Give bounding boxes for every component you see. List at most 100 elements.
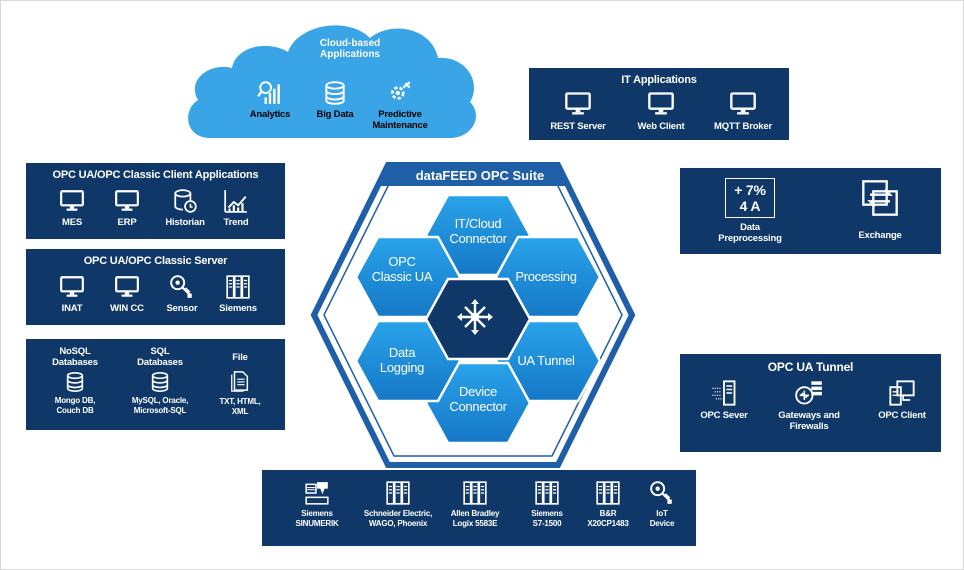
plc-icon: [385, 480, 411, 506]
module-hexes: [354, 193, 602, 445]
item-label: Siemens: [219, 303, 257, 314]
tunnel-item-opc-sever: OPC Sever: [690, 379, 758, 421]
panel-title: OPC UA Tunnel: [767, 360, 854, 374]
suite-title: dataFEED OPC Suite: [415, 168, 545, 183]
db-item-sql: SQL Databases MySQL, Oracle, Microsoft-S…: [118, 346, 202, 416]
device-item-allen-bradley: Allen Bradley Logix 5583E: [440, 480, 510, 529]
trend-chart-icon: [223, 188, 249, 214]
item-label: REST Server: [550, 121, 606, 132]
panel-title: OPC UA/OPC Classic Server: [83, 255, 228, 267]
arrows-out-icon: [455, 297, 495, 337]
device-item-siemens-s7: Siemens S7-1500: [516, 480, 578, 529]
device-line1: Allen Bradley: [450, 509, 500, 518]
item-label: MES: [62, 217, 82, 228]
device-line1: IoT: [656, 509, 668, 518]
device-line1: Siemens: [531, 509, 563, 518]
cloud-item-label: Analytics: [249, 109, 291, 120]
file-icon: [229, 368, 251, 394]
panel-title: OPC UA/OPC Classic Client Applications: [52, 169, 259, 181]
module-label-processing: Processing: [515, 269, 577, 284]
item-label: Historian: [165, 217, 205, 228]
db-title: SQL Databases: [137, 346, 183, 368]
databases-panel: NoSQL Databases Mongo DB, Couch DB SQL D…: [26, 339, 285, 430]
plc-icon: [534, 480, 560, 506]
item-label: OPC Sever: [700, 410, 748, 421]
device-line1: B&R: [599, 509, 617, 518]
device-line2: SINUMERIK: [295, 519, 339, 528]
cnc-machine-icon: [300, 480, 334, 506]
plc-icon: [225, 274, 251, 300]
device-line1: Schneider Electric,: [363, 509, 433, 518]
item-label: INAT: [61, 303, 83, 314]
proc-item-exchange: Exchange: [840, 178, 920, 241]
module-label-ua-tunnel: UA Tunnel: [517, 353, 575, 368]
item-label: MQTT Broker: [714, 121, 772, 132]
monitor-icon: [114, 188, 140, 214]
gateway-firewall-icon: [794, 379, 824, 407]
historian-icon: [172, 188, 198, 214]
it-item-mqtt-broker: MQTT Broker: [705, 90, 781, 132]
item-label: WIN CC: [110, 303, 144, 314]
client-item-historian: Historian: [156, 188, 214, 228]
server-icon: [710, 379, 738, 407]
cloud-item-predictive-maintenance: Predictive Maintenance: [360, 80, 440, 131]
plc-icon: [462, 480, 488, 506]
device-line1: Siemens: [301, 509, 333, 518]
server-item-siemens: Siemens: [210, 274, 266, 314]
cloud-item-label: Big Data: [316, 109, 354, 120]
device-line2: X20CP1483: [587, 519, 629, 528]
database-icon: [149, 371, 171, 393]
proc-item-data-preprocessing: + 7% 4 A Data Preprocessing: [710, 178, 790, 244]
analytics-icon: [257, 80, 283, 106]
opc-server-panel: OPC UA/OPC Classic Server INAT WIN CC Se…: [26, 249, 285, 325]
cloud-item-big-data: Big Data: [305, 80, 365, 120]
server-item-win-cc: WIN CC: [100, 274, 154, 314]
item-label: Exchange: [858, 230, 902, 241]
exchange-icon: [858, 178, 902, 218]
opc-ua-tunnel-panel: OPC UA Tunnel OPC Sever Gateways and Fir…: [680, 354, 941, 452]
calculator-glyph: + 7% 4 A: [734, 182, 766, 214]
client-item-erp: ERP: [103, 188, 151, 228]
monitor-icon: [59, 188, 85, 214]
item-label: Data Preprocessing: [718, 222, 782, 244]
device-line2: S7-1500: [532, 519, 562, 528]
it-item-rest-server: REST Server: [543, 90, 613, 132]
server-item-inat: INAT: [48, 274, 96, 314]
it-item-web-client: Web Client: [626, 90, 696, 132]
processing-panel: + 7% 4 A Data Preprocessing Exchange: [680, 168, 941, 254]
sensor-icon: [649, 480, 675, 506]
hex-ua-tunnel: [494, 319, 602, 403]
plc-icon: [595, 480, 621, 506]
hex-processing: [494, 235, 602, 319]
monitor-icon: [564, 90, 592, 118]
item-label: ERP: [117, 217, 137, 228]
device-item-siemens-sinumerik: Siemens SINUMERIK: [282, 480, 352, 529]
item-label: OPC Client: [878, 410, 926, 421]
sensor-icon: [169, 274, 195, 300]
module-label-device: Device Connector: [449, 384, 507, 414]
db-title: File: [232, 352, 248, 363]
monitor-icon: [729, 90, 757, 118]
database-icon: [322, 80, 348, 106]
gear-wrench-icon: [387, 80, 413, 106]
calculator-icon: + 7% 4 A: [725, 178, 775, 218]
device-line2: Device: [649, 519, 675, 528]
device-item-br: B&R X20CP1483: [576, 480, 640, 529]
device-item-schneider: Schneider Electric, WAGO, Phoenix: [358, 480, 438, 529]
cloud-title: Cloud-based Applications: [319, 38, 381, 60]
module-label-opc-classic: OPC Classic UA: [371, 254, 433, 284]
it-applications-panel: IT Applications REST Server Web Client M…: [529, 68, 789, 140]
db-item-nosql: NoSQL Databases Mongo DB, Couch DB: [36, 346, 114, 416]
device-line2: Logix 5583E: [452, 519, 498, 528]
monitor-icon: [114, 274, 140, 300]
client-applications-panel: OPC UA/OPC Classic Client Applications M…: [26, 163, 285, 239]
item-label: Sensor: [166, 303, 198, 314]
tunnel-item-gateways: Gateways and Firewalls: [768, 379, 850, 432]
cloud-item-label: Predictive Maintenance: [372, 109, 428, 131]
db-detail: Mongo DB, Couch DB: [54, 396, 96, 415]
monitor-icon: [647, 90, 675, 118]
hex-device: [424, 361, 532, 445]
db-title: NoSQL Databases: [52, 346, 98, 368]
module-label-it-cloud: IT/Cloud Connector: [449, 216, 507, 246]
database-icon: [64, 371, 86, 393]
